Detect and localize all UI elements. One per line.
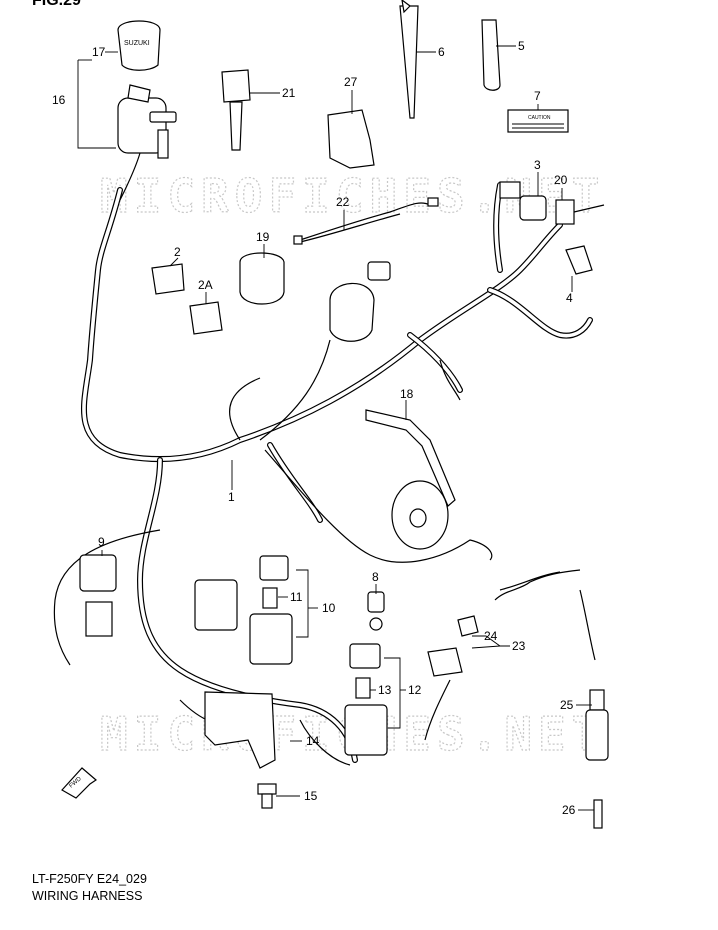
callout-22: 22 xyxy=(336,195,350,209)
callout-2a: 2A xyxy=(198,278,213,292)
callout-16: 16 xyxy=(52,93,66,107)
bolt-15 xyxy=(257,783,277,809)
callout-2: 2 xyxy=(174,245,181,259)
ignition-key xyxy=(221,69,251,151)
fuse-box-12 xyxy=(344,643,388,756)
main-harness xyxy=(80,182,593,763)
ignition-switch-cap: SUZUKI xyxy=(117,20,161,71)
fuse-11 xyxy=(262,587,278,609)
bolt-26 xyxy=(593,799,603,829)
callout-25: 25 xyxy=(560,698,574,712)
callout-7: 7 xyxy=(534,89,541,103)
relay-2a xyxy=(189,301,223,335)
switch-20 xyxy=(555,199,605,225)
horn-bracket xyxy=(365,409,456,507)
caution-label-text: CAUTION xyxy=(528,115,551,121)
ignition-coil xyxy=(329,261,391,342)
ignition-switch xyxy=(117,84,177,201)
callouts: 17 16 21 6 5 7 27 3 20 4 22 2 2A 19 18 1… xyxy=(52,39,576,817)
callout-5: 5 xyxy=(518,39,525,53)
leader-lines xyxy=(77,45,594,811)
callout-4: 4 xyxy=(566,291,573,305)
callout-13: 13 xyxy=(378,683,392,697)
callout-6: 6 xyxy=(438,45,445,59)
bulb-8 xyxy=(367,591,385,631)
callout-24: 24 xyxy=(484,629,498,643)
callout-9: 9 xyxy=(98,535,105,549)
callout-15: 15 xyxy=(304,789,318,803)
clip-4 xyxy=(565,245,593,275)
callout-17: 17 xyxy=(92,45,106,59)
callout-14: 14 xyxy=(306,734,320,748)
callout-12: 12 xyxy=(408,683,422,697)
fuse-13 xyxy=(355,677,371,699)
callout-23: 23 xyxy=(512,639,526,653)
callout-1: 1 xyxy=(228,490,235,504)
fuse-holder-10 xyxy=(194,555,293,665)
callout-3: 3 xyxy=(534,158,541,172)
callout-10: 10 xyxy=(322,601,336,615)
relay xyxy=(327,109,375,169)
sensor-25 xyxy=(585,689,609,761)
caution-label: CAUTION xyxy=(507,109,569,133)
figure-code: LT-F250FY E24_029 xyxy=(32,872,147,886)
branch-wires xyxy=(53,202,596,766)
callout-26: 26 xyxy=(562,803,576,817)
figure-title: WIRING HARNESS xyxy=(32,889,143,903)
callout-18: 18 xyxy=(400,387,414,401)
connector-3 xyxy=(499,181,547,221)
ignition-cap-text: SUZUKI xyxy=(124,40,150,47)
switch-assembly-23 xyxy=(427,569,581,677)
callout-19: 19 xyxy=(256,230,270,244)
horn xyxy=(391,480,449,550)
relay-9 xyxy=(79,554,117,637)
callout-8: 8 xyxy=(372,570,379,584)
callout-11: 11 xyxy=(290,590,303,604)
cable-tie xyxy=(399,0,419,119)
lead-wire xyxy=(293,197,439,245)
relay-2 xyxy=(151,263,185,295)
callout-20: 20 xyxy=(554,173,568,187)
harness-clamp xyxy=(481,19,501,91)
figure-label: FIG.29 xyxy=(32,0,81,9)
starter-relay-19 xyxy=(239,252,285,305)
callout-21: 21 xyxy=(282,86,296,100)
callout-27: 27 xyxy=(344,75,358,89)
fuse-bracket-14 xyxy=(204,691,276,769)
fwd-arrow-icon: FWD xyxy=(61,767,97,799)
